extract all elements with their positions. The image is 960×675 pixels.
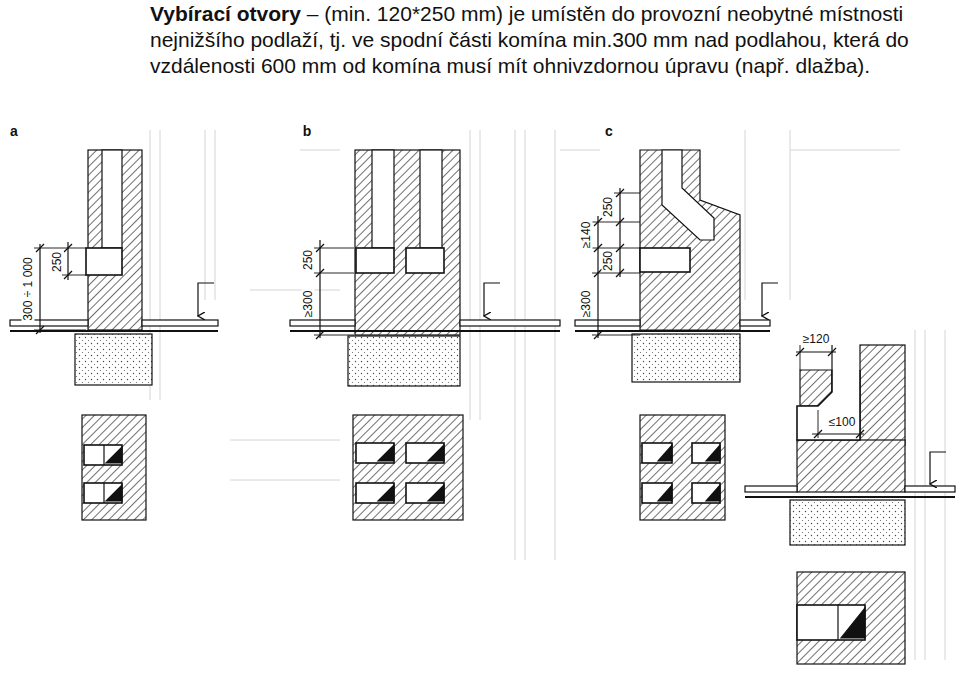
dimension-label: ≥120 [802, 333, 831, 346]
dimension-label: 250 [51, 251, 64, 273]
dimension-label: ≥140 [580, 221, 593, 250]
panel-letter: c [604, 125, 614, 138]
heading-title: Vybírací otvory [150, 2, 301, 25]
dimension-label: ≥300 [302, 290, 315, 319]
panel-letter: b [302, 125, 313, 138]
dimension-label: ≥300 [580, 290, 593, 319]
dimension-label: 300 ÷ 1 000 [22, 256, 35, 321]
dimension-label: 250 [602, 250, 615, 272]
heading-block: Vybírací otvory– (min. 120*250 mm) je um… [150, 1, 950, 79]
dimension-label: 250 [302, 249, 315, 271]
panel-letter: a [9, 125, 19, 138]
dimension-label: ≤100 [828, 416, 857, 429]
dimension-label: 250 [602, 196, 615, 218]
